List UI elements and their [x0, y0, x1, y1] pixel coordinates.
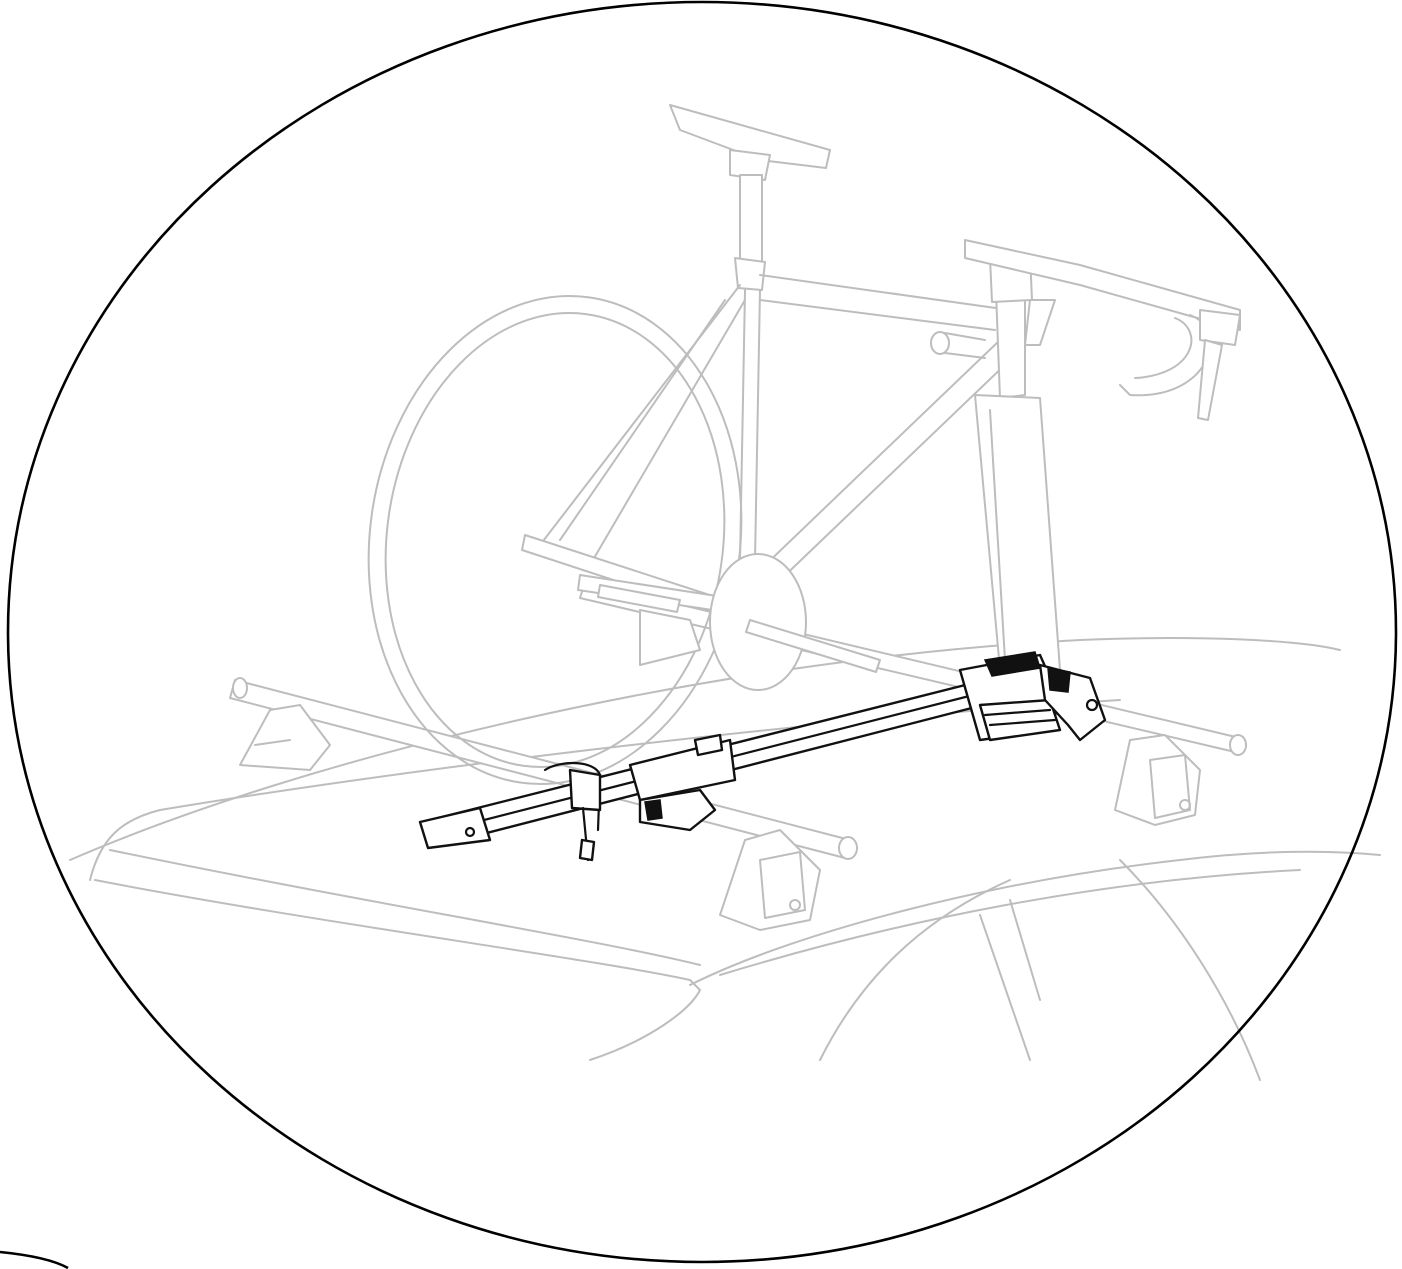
- frame-holder-clamp: [958, 651, 1062, 742]
- wheel-strap: [543, 761, 602, 862]
- bicycle: [367, 104, 1241, 785]
- frame-edge-mark: [0, 1250, 69, 1269]
- rotary-knob: [1038, 663, 1107, 742]
- car-roof-outline: [69, 637, 1381, 1081]
- frame-circle: [6, 0, 1398, 1264]
